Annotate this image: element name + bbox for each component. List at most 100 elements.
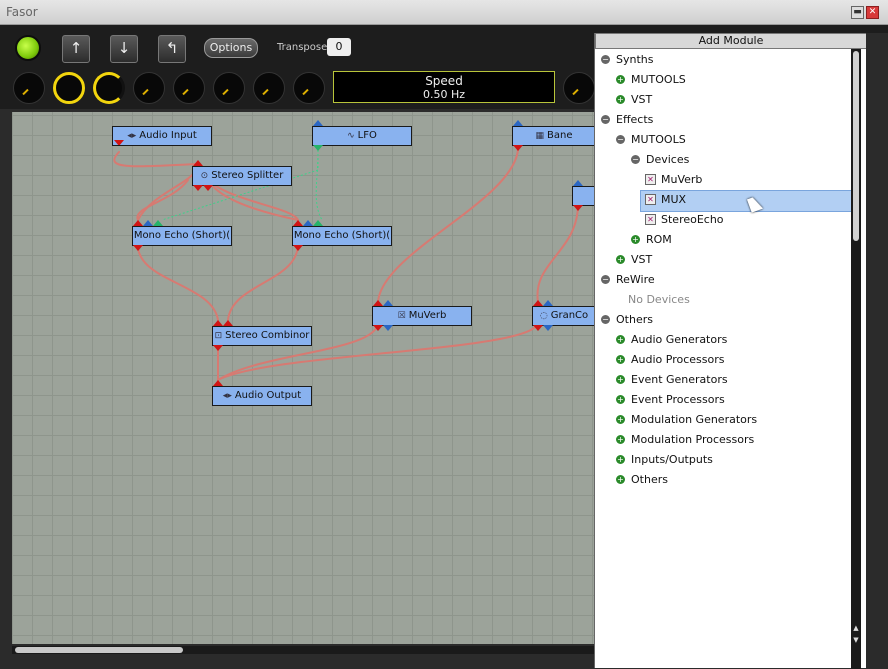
expand-icon[interactable]: + xyxy=(616,334,625,344)
node-mono-echo-1[interactable]: Mono Echo (Short)( xyxy=(132,226,232,246)
canvas-horizontal-scrollbar[interactable] xyxy=(12,646,594,654)
tree-item-synths-vst[interactable]: +VST xyxy=(616,93,653,106)
muverb-output-port[interactable] xyxy=(373,325,383,331)
tree-item-others[interactable]: −Others xyxy=(601,313,653,326)
grancc-output-port[interactable] xyxy=(533,325,543,331)
patch-canvas[interactable]: ◂▸Audio Input ∿LFO ▦Bane ⊙Stereo Splitte… xyxy=(12,112,594,644)
tree-item-modulation-generators[interactable]: +Modulation Generators xyxy=(616,413,758,426)
expand-icon[interactable]: + xyxy=(616,394,625,404)
collapse-icon[interactable]: − xyxy=(601,314,610,324)
splitter-output-port-l[interactable] xyxy=(193,185,203,191)
knob-6[interactable] xyxy=(213,72,245,104)
knob-9[interactable] xyxy=(563,72,595,104)
node-partial[interactable] xyxy=(572,186,594,206)
expand-icon[interactable]: + xyxy=(616,354,625,364)
collapse-icon[interactable]: − xyxy=(631,154,640,164)
knob-5[interactable] xyxy=(173,72,205,104)
splitter-input-port[interactable] xyxy=(193,160,203,166)
grancc-output-port-2[interactable] xyxy=(543,325,553,331)
lfo-input-port[interactable] xyxy=(313,120,323,126)
bane-input-port[interactable] xyxy=(513,120,523,126)
node-grancc[interactable]: ◌GranCo xyxy=(532,306,594,326)
tree-item-synths-mutools[interactable]: +MUTOOLS xyxy=(616,73,686,86)
scroll-down-icon[interactable]: ▼ xyxy=(853,636,859,644)
transpose-field[interactable]: 0 xyxy=(327,38,351,56)
tree-item-stereoecho[interactable]: ✕StereoEcho xyxy=(645,210,724,230)
node-audio-input[interactable]: ◂▸Audio Input xyxy=(112,126,212,146)
power-led-icon[interactable] xyxy=(15,35,41,61)
knob-1[interactable] xyxy=(13,72,45,104)
tree-item-effects-vst[interactable]: +VST xyxy=(616,253,653,266)
node-audio-output[interactable]: ◂▸Audio Output xyxy=(212,386,312,406)
tree-item-audio-generators[interactable]: +Audio Generators xyxy=(616,333,728,346)
knob-3[interactable] xyxy=(93,72,125,104)
echo1-mod-port[interactable] xyxy=(143,220,153,226)
collapse-icon[interactable]: − xyxy=(601,114,610,124)
node-muverb[interactable]: ☒MuVerb xyxy=(372,306,472,326)
splitter-output-port-r[interactable] xyxy=(203,185,213,191)
expand-icon[interactable]: + xyxy=(616,74,625,84)
node-bane[interactable]: ▦Bane xyxy=(512,126,594,146)
echo1-output-port[interactable] xyxy=(133,245,143,251)
partial-output-port[interactable] xyxy=(573,205,583,211)
echo2-input-port[interactable] xyxy=(293,220,303,226)
collapse-icon[interactable]: − xyxy=(601,54,610,64)
expand-icon[interactable]: + xyxy=(631,234,640,244)
output-input-port[interactable] xyxy=(213,380,223,386)
expand-icon[interactable]: + xyxy=(616,454,625,464)
tree-item-inputs-outputs[interactable]: +Inputs/Outputs xyxy=(616,453,713,466)
echo2-mod-port[interactable] xyxy=(303,220,313,226)
tree-item-audio-processors[interactable]: +Audio Processors xyxy=(616,353,725,366)
scrollbar-thumb[interactable] xyxy=(853,51,859,241)
node-stereo-combiner[interactable]: ⊡Stereo Combinor xyxy=(212,326,312,346)
scrollbar-thumb[interactable] xyxy=(15,647,183,653)
echo1-mod-port-2[interactable] xyxy=(153,220,163,226)
tree-item-event-processors[interactable]: +Event Processors xyxy=(616,393,725,406)
node-lfo[interactable]: ∿LFO xyxy=(312,126,412,146)
node-stereo-splitter[interactable]: ⊙Stereo Splitter xyxy=(192,166,292,186)
expand-icon[interactable]: + xyxy=(616,434,625,444)
tree-item-effects-mutools[interactable]: −MUTOOLS xyxy=(616,133,686,146)
grancc-mod-port[interactable] xyxy=(543,300,553,306)
expand-icon[interactable]: + xyxy=(616,254,625,264)
move-up-button[interactable]: ↑ xyxy=(62,35,90,63)
muverb-output-port-2[interactable] xyxy=(383,325,393,331)
echo2-output-port[interactable] xyxy=(293,245,303,251)
tree-item-devices[interactable]: −Devices xyxy=(631,153,690,166)
knob-2[interactable] xyxy=(53,72,85,104)
expand-icon[interactable]: + xyxy=(616,414,625,424)
grancc-input-port[interactable] xyxy=(533,300,543,306)
options-button[interactable]: Options xyxy=(204,38,258,58)
move-down-button[interactable]: ↓ xyxy=(110,35,138,63)
node-mono-echo-2[interactable]: Mono Echo (Short)( xyxy=(292,226,392,246)
knob-7[interactable] xyxy=(253,72,285,104)
partial-input-port[interactable] xyxy=(573,180,583,186)
scroll-up-icon[interactable]: ▲ xyxy=(853,624,859,632)
echo2-mod-port-2[interactable] xyxy=(313,220,323,226)
expand-icon[interactable]: + xyxy=(616,94,625,104)
collapse-icon[interactable]: − xyxy=(616,134,625,144)
tree-item-rewire[interactable]: −ReWire xyxy=(601,273,655,286)
echo1-input-port[interactable] xyxy=(133,220,143,226)
collapse-icon[interactable]: − xyxy=(601,274,610,284)
return-button[interactable]: ↰ xyxy=(158,35,186,63)
tree-item-others-sub[interactable]: +Others xyxy=(616,473,668,486)
tree-item-synths[interactable]: −Synths xyxy=(601,53,654,66)
muverb-mod-port[interactable] xyxy=(383,300,393,306)
output-port[interactable] xyxy=(114,140,124,145)
minimize-icon[interactable]: ▬ xyxy=(851,6,864,19)
muverb-input-port[interactable] xyxy=(373,300,383,306)
close-icon[interactable]: ✕ xyxy=(866,6,879,19)
expand-icon[interactable]: + xyxy=(616,474,625,484)
lfo-output-port[interactable] xyxy=(313,145,323,151)
combiner-input-port-r[interactable] xyxy=(223,320,233,326)
combiner-output-port[interactable] xyxy=(213,345,223,351)
tree-item-mux[interactable]: ✕MUX xyxy=(645,190,686,210)
tree-item-modulation-processors[interactable]: +Modulation Processors xyxy=(616,433,755,446)
combiner-input-port-l[interactable] xyxy=(213,320,223,326)
tree-item-event-generators[interactable]: +Event Generators xyxy=(616,373,728,386)
knob-8[interactable] xyxy=(293,72,325,104)
expand-icon[interactable]: + xyxy=(616,374,625,384)
knob-4[interactable] xyxy=(133,72,165,104)
tree-item-muverb[interactable]: ✕MuVerb xyxy=(645,170,702,190)
